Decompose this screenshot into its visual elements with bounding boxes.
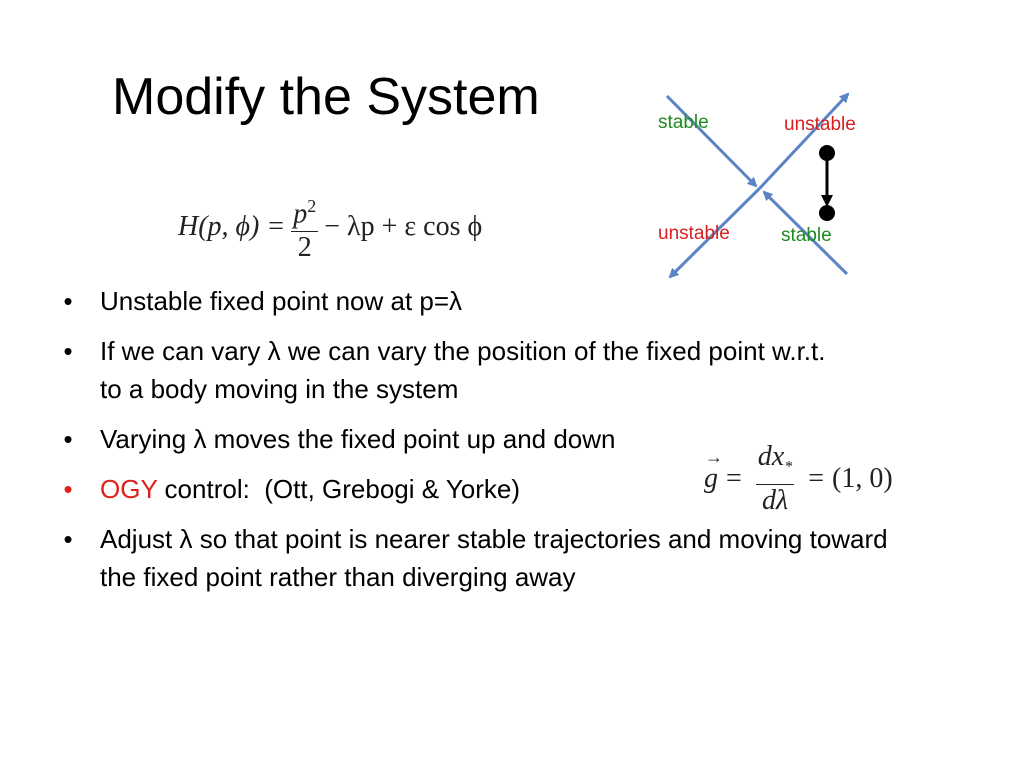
fixed-point-end-dot xyxy=(819,205,835,221)
fraction-bar xyxy=(755,483,795,485)
bullet-marker: • xyxy=(63,474,73,504)
gradient-equation: g = dx* dλ = (1, 0) xyxy=(704,441,893,517)
fraction-dx-over-dlambda: dx* dλ xyxy=(755,441,795,517)
stable-manifold-top-line xyxy=(665,94,758,188)
bullet-highlight-ogy: OGY xyxy=(100,474,158,504)
label-unstable-top: unstable xyxy=(784,114,856,135)
bullet-text: control: (Ott, Grebogi & Yorke) xyxy=(157,474,521,504)
fixed-point-diagram: stable unstable unstable stable xyxy=(640,80,880,290)
fraction-denominator: dλ xyxy=(761,484,789,516)
label-stable-bottom: stable xyxy=(781,225,832,246)
fraction-numerator: dx* xyxy=(757,441,793,476)
unstable-manifold-bottom-line xyxy=(668,186,762,279)
fraction-p-squared-over-two: p2 2 xyxy=(291,190,319,263)
saddle-diagram-graphic xyxy=(665,92,850,279)
bullet-marker: • xyxy=(63,286,73,316)
fraction-denominator: 2 xyxy=(297,231,312,263)
bullet-marker: • xyxy=(63,336,73,366)
bullet-text: Adjust λ so that point is nearer stable … xyxy=(100,524,888,592)
fraction-bar xyxy=(291,230,319,232)
stable-manifold-bottom-line xyxy=(762,190,849,276)
unstable-manifold-top-line xyxy=(758,92,850,190)
bullet-text: Unstable fixed point now at p=λ xyxy=(100,286,463,316)
label-unstable-bottom: unstable xyxy=(658,223,730,244)
bullet-list: • Unstable fixed point now at p=λ • If w… xyxy=(58,282,958,608)
equation-rhs: − λp + ε cos ϕ xyxy=(324,211,483,242)
slide-title: Modify the System xyxy=(112,68,540,126)
bullet-item: • Unstable fixed point now at p=λ xyxy=(58,282,958,320)
bullet-item: • OGY control: (Ott, Grebogi & Yorke) xyxy=(58,470,958,508)
bullet-text: Varying λ moves the fixed point up and d… xyxy=(100,424,616,454)
bullet-marker: • xyxy=(63,524,73,554)
fraction-numerator: p2 xyxy=(293,196,317,230)
equals-sign: = xyxy=(726,463,742,494)
bullet-item: • Varying λ moves the fixed point up and… xyxy=(58,420,958,458)
equation-lhs: H(p, ϕ) = xyxy=(178,211,286,242)
label-stable-top: stable xyxy=(658,112,709,133)
hamiltonian-equation: H(p, ϕ) = p2 2 − λp + ε cos ϕ xyxy=(178,188,482,266)
bullet-marker: • xyxy=(63,424,73,454)
bullet-item: • Adjust λ so that point is nearer stabl… xyxy=(58,520,958,596)
fixed-point-start-dot xyxy=(819,145,835,161)
bullet-text: If we can vary λ we can vary the positio… xyxy=(100,336,826,404)
bullet-item: • If we can vary λ we can vary the posit… xyxy=(58,332,958,408)
equals-sign: = xyxy=(808,463,825,494)
equation-result: (1, 0) xyxy=(832,463,893,494)
vector-g: g xyxy=(704,447,723,495)
